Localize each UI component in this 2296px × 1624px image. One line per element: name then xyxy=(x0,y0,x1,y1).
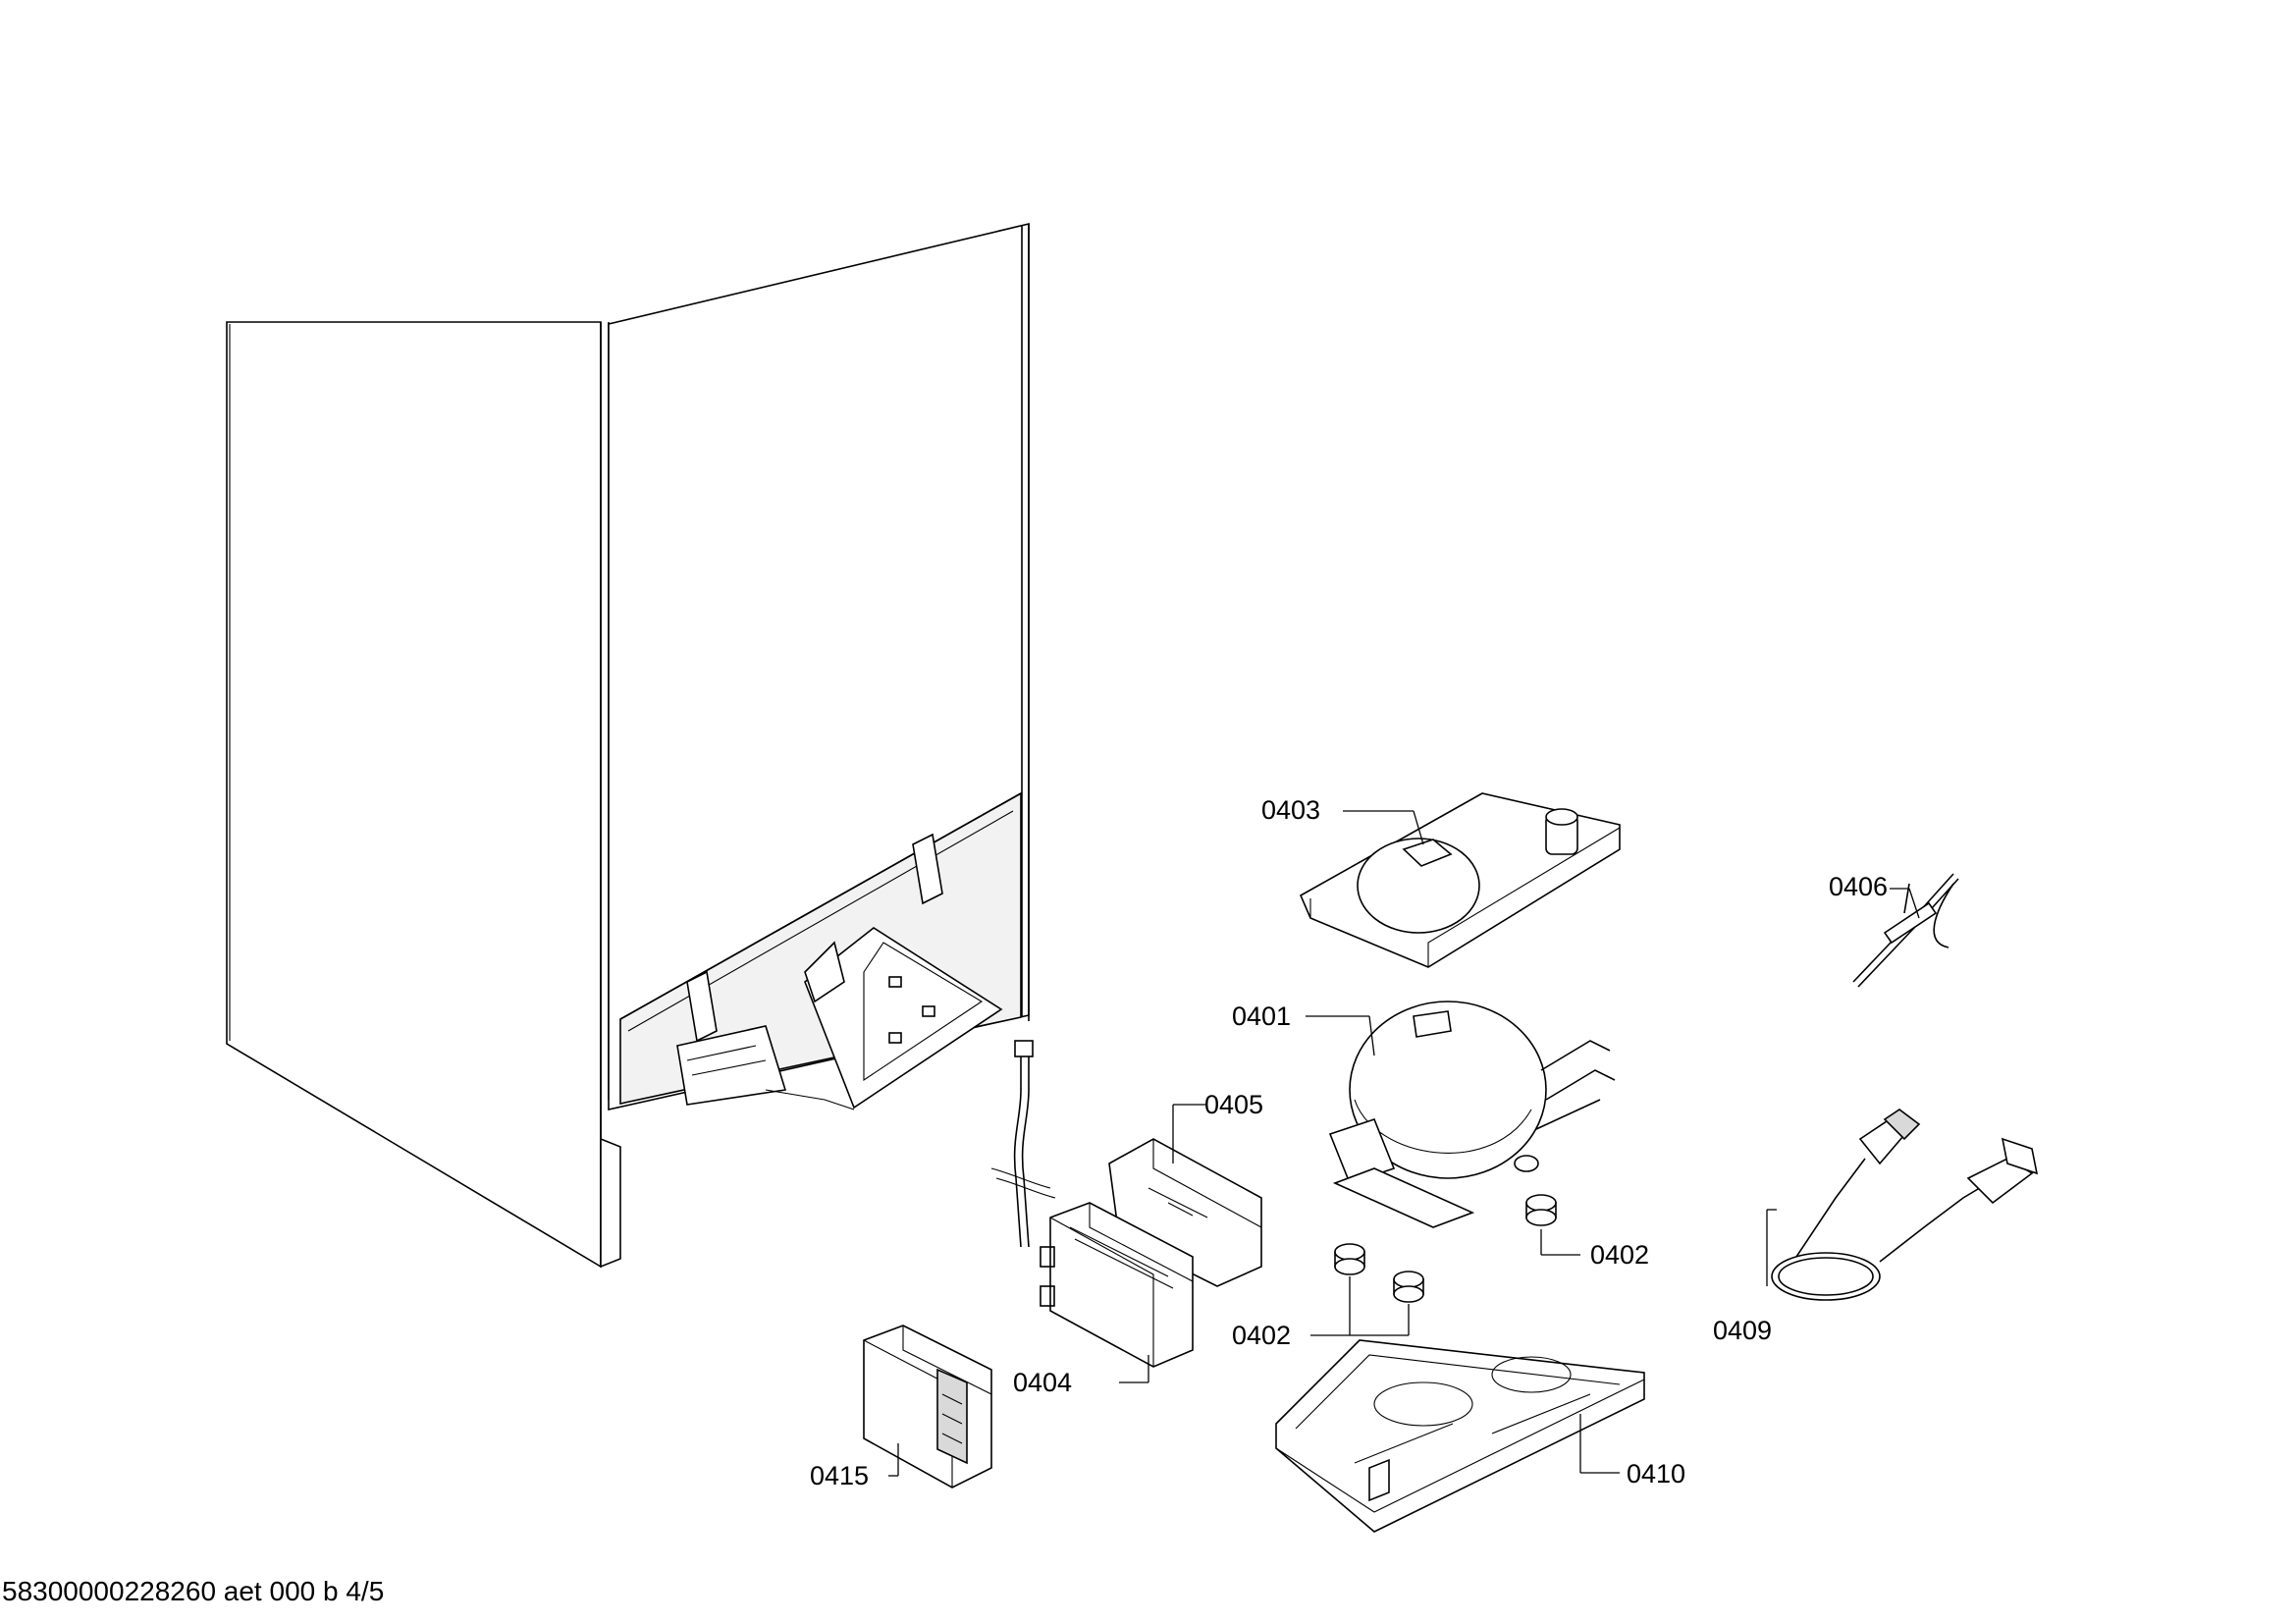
part-0409-power-cord xyxy=(1771,1109,2039,1301)
callout-0415: 0415 xyxy=(810,1461,869,1490)
part-0410-base-tray xyxy=(1275,1339,1645,1533)
callout-0409: 0409 xyxy=(1713,1316,1772,1345)
part-0415-module xyxy=(863,1325,992,1489)
part-0404-starter xyxy=(1040,1202,1194,1368)
callout-0402-left: 0402 xyxy=(1232,1321,1291,1350)
appliance-cabinet xyxy=(226,222,1030,1269)
callout-labels: 0403 0406 0401 0405 0402 0402 0409 0404 … xyxy=(810,795,1888,1490)
callout-0405: 0405 xyxy=(1204,1090,1263,1119)
callout-0403: 0403 xyxy=(1261,795,1320,825)
drawing-reference: 58300000228260 aet 000 b 4/5 xyxy=(2,1576,384,1606)
callout-0410: 0410 xyxy=(1627,1459,1685,1489)
part-0402-grommets xyxy=(1334,1194,1557,1303)
leader-lines xyxy=(888,810,1920,1477)
part-0403-compressor-cover xyxy=(1299,792,1621,968)
wire-harness xyxy=(990,1040,1056,1248)
callout-0404: 0404 xyxy=(1013,1368,1072,1397)
grommet-a xyxy=(1525,1194,1557,1226)
grommet-c xyxy=(1393,1271,1424,1303)
grommet-b xyxy=(1334,1243,1365,1275)
part-0406-sensor xyxy=(1852,873,1959,988)
callout-0406: 0406 xyxy=(1829,872,1888,901)
callout-0401: 0401 xyxy=(1232,1001,1291,1031)
part-0401-compressor xyxy=(1328,1001,1616,1228)
callout-0402-right: 0402 xyxy=(1590,1240,1649,1270)
